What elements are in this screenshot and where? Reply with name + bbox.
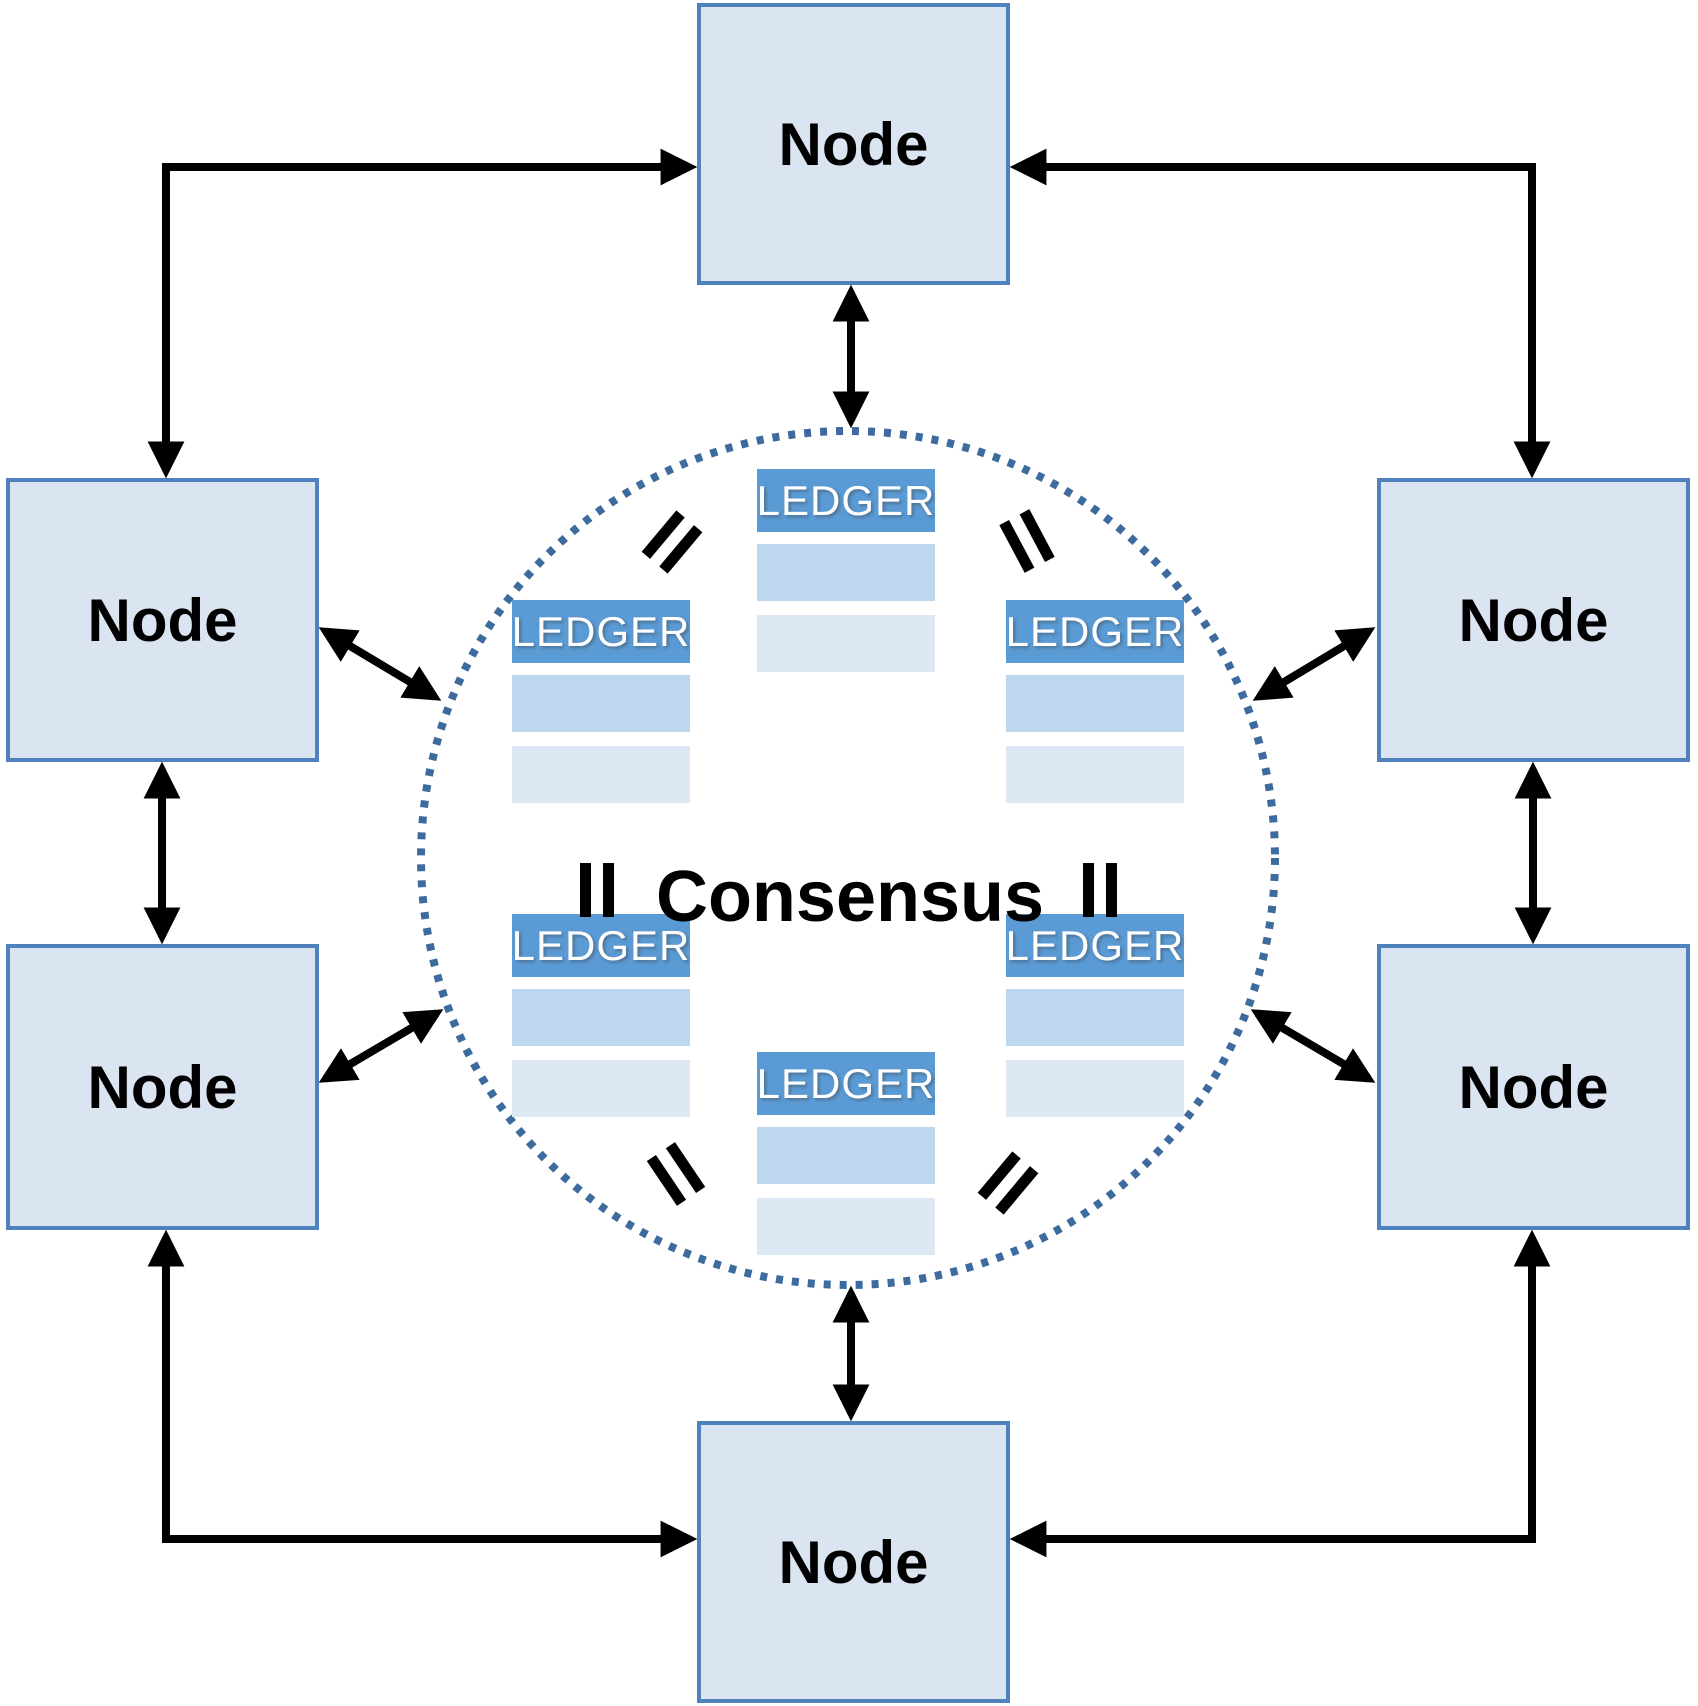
- node-label: Node: [778, 1528, 929, 1596]
- ledger-row: [1006, 989, 1184, 1046]
- arrow-left-upper-to-circle: [318, 627, 442, 701]
- node-left-lower: Node: [6, 944, 319, 1230]
- node-left-upper: Node: [6, 478, 319, 762]
- ledger-header: LEDGER: [757, 1052, 935, 1115]
- equals-bar: [1106, 863, 1117, 917]
- node-bottom: Node: [697, 1421, 1010, 1703]
- ledger-header: LEDGER: [512, 914, 690, 977]
- ledger-row: [1006, 1060, 1184, 1117]
- node-right-lower: Node: [1377, 944, 1690, 1230]
- node-top: Node: [697, 3, 1010, 285]
- ledger-row: [757, 544, 935, 601]
- ledger-row: [1006, 675, 1184, 732]
- arrow-elbow-bottom-right: [1009, 1229, 1551, 1558]
- ledger-upper-left: LEDGER: [512, 600, 690, 803]
- ledger-lower-right: LEDGER: [1006, 914, 1184, 1117]
- ledger-upper-right: LEDGER: [1006, 600, 1184, 803]
- node-label: Node: [87, 586, 238, 654]
- consensus-label: Consensus: [655, 857, 1045, 937]
- node-label: Node: [1458, 1053, 1609, 1121]
- ledger-row: [512, 989, 690, 1046]
- ledger-bottom: LEDGER: [757, 1052, 935, 1255]
- node-label: Node: [87, 1053, 238, 1121]
- ledger-header: LEDGER: [1006, 914, 1184, 977]
- ledger-row: [1006, 746, 1184, 803]
- node-right-upper: Node: [1377, 478, 1690, 762]
- node-label: Node: [1458, 586, 1609, 654]
- ledger-top: LEDGER: [757, 469, 935, 672]
- equals-icon-middle-left: [580, 863, 614, 917]
- arrow-elbow-top-right: [1009, 148, 1551, 479]
- ledger-row: [757, 615, 935, 672]
- equals-icon-middle-right: [1083, 863, 1117, 917]
- ledger-row: [757, 1127, 935, 1184]
- equals-bar: [1083, 863, 1094, 917]
- arrow-left-lower-to-circle: [318, 1009, 444, 1083]
- ledger-row: [512, 1060, 690, 1117]
- arrow-elbow-top-left: [147, 148, 698, 479]
- arrow-right-lower-to-circle: [1250, 1009, 1376, 1083]
- equals-bar: [580, 863, 591, 917]
- ledger-row: [512, 746, 690, 803]
- consensus-circle: [417, 427, 1279, 1289]
- ledger-row: [757, 1198, 935, 1255]
- equals-bar: [603, 863, 614, 917]
- ledger-header: LEDGER: [1006, 600, 1184, 663]
- ledger-header: LEDGER: [512, 600, 690, 663]
- ledger-lower-left: LEDGER: [512, 914, 690, 1117]
- arrow-right-upper-to-circle: [1252, 627, 1376, 701]
- ledger-header: LEDGER: [757, 469, 935, 532]
- node-label: Node: [778, 110, 929, 178]
- arrow-elbow-bottom-left: [147, 1229, 698, 1558]
- ledger-row: [512, 675, 690, 732]
